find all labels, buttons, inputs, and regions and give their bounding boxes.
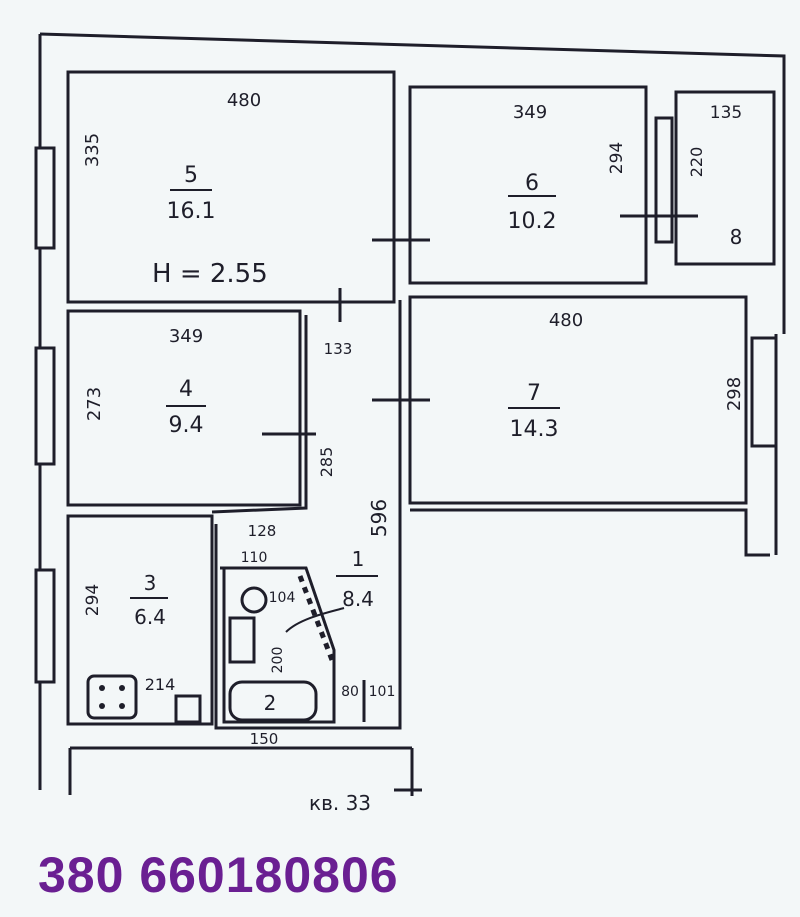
room-6-height: 294 xyxy=(607,142,627,174)
room-4-height: 273 xyxy=(84,387,105,421)
wc-left-dim: 80 xyxy=(341,684,359,700)
room-3-number: 3 xyxy=(144,571,157,595)
kitchen-part-dim: 214 xyxy=(145,675,176,694)
room-5-area: 16.1 xyxy=(167,199,216,224)
leader-line xyxy=(285,607,345,633)
wc-right-dim: 101 xyxy=(369,684,396,700)
hall-long-dim: 596 xyxy=(367,499,391,537)
room-5-width: 480 xyxy=(227,90,261,111)
windows xyxy=(34,116,778,684)
room-7-number: 7 xyxy=(527,381,541,406)
fraction-bars xyxy=(130,189,560,599)
room-6-width: 349 xyxy=(513,102,547,123)
room-2-number: 2 xyxy=(264,691,277,715)
room-8-height: 220 xyxy=(687,147,706,178)
bottom-width-dim: 150 xyxy=(250,730,279,748)
bath-small-dim: 104 xyxy=(269,590,296,606)
bath-door-swing xyxy=(297,575,335,661)
room-8-number: 8 xyxy=(730,225,743,249)
room-6-outline xyxy=(408,85,648,285)
room-6-number: 6 xyxy=(525,171,539,196)
corridor-walls xyxy=(211,300,770,730)
room-7-width: 480 xyxy=(549,310,583,331)
corridor-side-dim: 285 xyxy=(317,447,336,478)
door-marks xyxy=(262,214,698,792)
room-4-width: 349 xyxy=(169,326,203,347)
corridor-top-dim: 133 xyxy=(324,340,353,358)
room-5-number: 5 xyxy=(184,163,198,188)
bathroom-block xyxy=(220,566,366,724)
room-3-area: 6.4 xyxy=(134,605,166,629)
bath-depth-dim: 200 xyxy=(270,647,286,674)
room-1-number: 1 xyxy=(352,547,365,571)
room-3-outline xyxy=(66,514,214,726)
room-6-area: 10.2 xyxy=(508,209,557,234)
room-1-area: 8.4 xyxy=(342,587,374,611)
room-8-width: 135 xyxy=(710,103,742,123)
room-4-area: 9.4 xyxy=(169,413,204,438)
stove xyxy=(86,674,202,724)
room-4-outline xyxy=(66,309,302,507)
room-4-number: 4 xyxy=(179,377,193,402)
bath-width-dim: 128 xyxy=(248,522,277,540)
room-7-height: 298 xyxy=(724,377,745,411)
phone-number: 380 660180806 xyxy=(38,847,399,903)
room-7-area: 14.3 xyxy=(510,417,559,442)
apartment-label: кв. 33 xyxy=(309,791,371,815)
room-8-outline xyxy=(674,90,776,266)
room-5-height: 335 xyxy=(82,133,103,167)
room-5-outline xyxy=(66,70,396,304)
bath-inner-dim: 110 xyxy=(241,550,268,566)
room-3-height: 294 xyxy=(83,584,103,616)
ceiling-height-label: H = 2.55 xyxy=(152,259,268,289)
